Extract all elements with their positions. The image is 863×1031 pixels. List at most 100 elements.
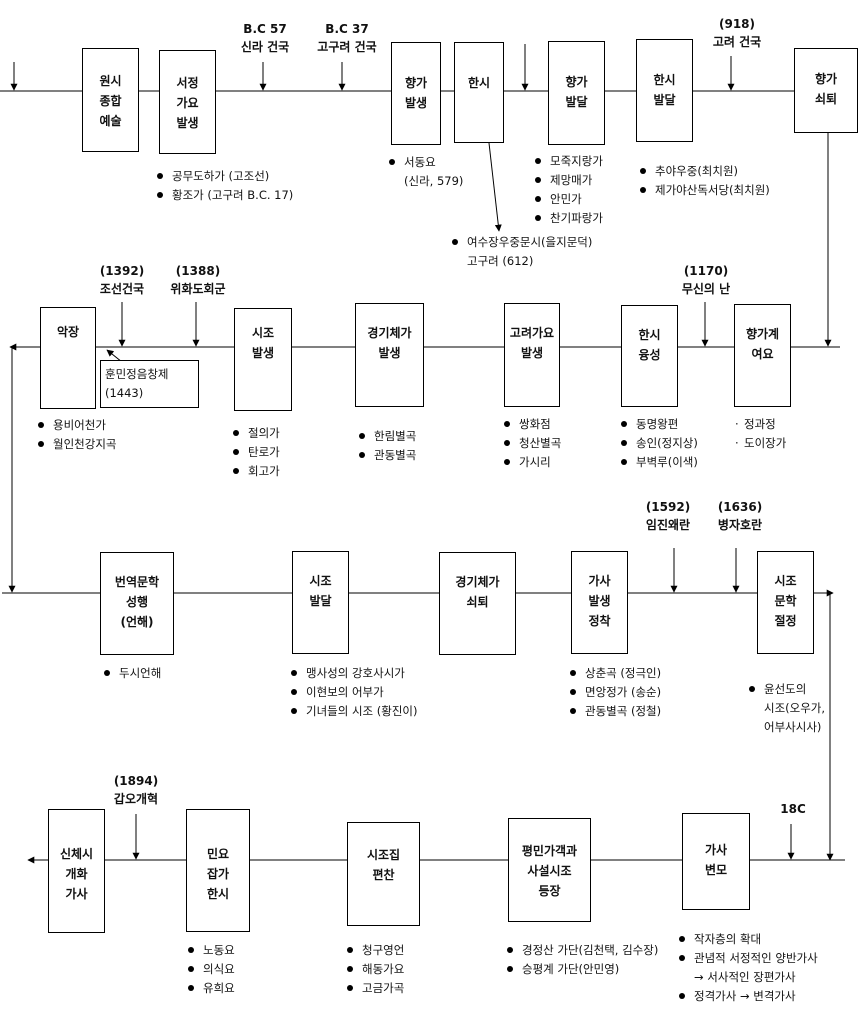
event-label: (918) 고려 건국 bbox=[713, 15, 761, 51]
period-box: 향가계 여요 bbox=[734, 304, 791, 407]
works-list: 청구영언 해동가요 고금가곡 bbox=[345, 941, 404, 998]
box-label: 발달 bbox=[653, 93, 676, 107]
event-year: (1592) bbox=[645, 500, 691, 514]
box-label: 서정 bbox=[176, 76, 199, 90]
list-item: 청산별곡 bbox=[502, 434, 561, 453]
box-label: 평민가객과 bbox=[521, 844, 578, 858]
list-item: 상춘곡 (정극인) bbox=[568, 664, 661, 683]
list-item: 동명왕편 bbox=[619, 415, 698, 434]
box-label: 개화 bbox=[65, 867, 88, 881]
event-name: 조선건국 bbox=[99, 282, 145, 296]
box-label: 등장 bbox=[538, 884, 561, 898]
box-label: 발생 bbox=[176, 116, 199, 130]
list-item: 청구영언 bbox=[345, 941, 404, 960]
works-list: 여수장우중문시(을지문덕) 고구려 (612) bbox=[450, 233, 592, 271]
period-box: 원시 종합 예술 bbox=[82, 48, 139, 152]
box-label: 한시 bbox=[467, 76, 491, 90]
period-box: 고려가요 발생 bbox=[504, 303, 560, 407]
event-year: (1894) bbox=[113, 774, 159, 788]
works-list: 동명왕편 송인(정지상) 부벽루(이색) bbox=[619, 415, 698, 472]
box-label: 발달 bbox=[309, 594, 332, 608]
period-box: 가사 변모 bbox=[682, 813, 750, 910]
box-label: 성행 bbox=[125, 595, 149, 609]
period-box: 가사 발생 정착 bbox=[571, 551, 628, 654]
list-item: 정과정 bbox=[734, 415, 786, 434]
box-label: 가사 bbox=[588, 574, 611, 588]
list-item: 절의가 bbox=[231, 424, 280, 443]
box-label: 사설시조 bbox=[527, 864, 572, 878]
box-label: 한시 bbox=[653, 73, 676, 87]
period-box: 향가 발생 bbox=[391, 42, 441, 145]
box-label: 잡가 bbox=[206, 867, 230, 881]
box-label: 종합 bbox=[99, 94, 122, 108]
list-item: 송인(정지상) bbox=[619, 434, 698, 453]
list-item: 두시언해 bbox=[102, 664, 161, 683]
period-box: 한시 융성 bbox=[621, 305, 678, 407]
list-item: 의식요 bbox=[186, 960, 235, 979]
box-label: 발생 bbox=[404, 96, 428, 110]
list-item: 부벽루(이색) bbox=[619, 453, 698, 472]
works-list: 추야우중(최치원) 제가야산독서당(최치원) bbox=[638, 162, 770, 200]
box-label: 원시 bbox=[99, 74, 122, 88]
box-label: 가사 bbox=[704, 843, 728, 857]
works-list: 작자층의 확대 관념적 서정적인 양반가사 → 서사적인 장편가사 정격가사 →… bbox=[677, 930, 818, 1006]
box-label: 예술 bbox=[99, 114, 122, 128]
box-label: 경기체가 bbox=[455, 575, 500, 589]
hansi-pointer-line bbox=[488, 142, 502, 232]
list-item: 모죽지랑가 bbox=[533, 152, 603, 171]
works-list: 윤선도의 시조(오우가, 어부사시사) bbox=[747, 680, 825, 737]
list-item-detail: 시조(오우가, bbox=[764, 701, 826, 715]
event-name: 위화도회군 bbox=[170, 282, 226, 296]
hangul-creation-box: 훈민정음창제 (1443) bbox=[100, 360, 199, 408]
box-label: 가요 bbox=[176, 96, 199, 110]
box-label: 시조 bbox=[251, 326, 275, 340]
list-item: 쌍화점 bbox=[502, 415, 561, 434]
works-list: 상춘곡 (정극인) 면앙정가 (송순) 관동별곡 (정철) bbox=[568, 664, 661, 721]
list-item: 한림별곡 bbox=[357, 427, 416, 446]
list-item: 안민가 bbox=[533, 190, 603, 209]
box-label: 악장 bbox=[56, 325, 80, 339]
box-label: 향가 bbox=[814, 72, 838, 86]
event-label: (1894) 갑오개혁 bbox=[114, 772, 158, 808]
works-list: 경정산 가단(김천택, 김수장) 승평계 가단(안민영) bbox=[505, 941, 658, 979]
list-item: 이현보의 어부가 bbox=[289, 683, 418, 702]
period-box: 시조 문학 절정 bbox=[757, 551, 814, 654]
works-list: 쌍화점 청산별곡 가시리 bbox=[502, 415, 561, 472]
event-name: 갑오개혁 bbox=[113, 792, 159, 806]
event-name: 무신의 난 bbox=[681, 282, 731, 296]
box-label: 시조 bbox=[309, 574, 332, 588]
list-item: 황조가 (고구려 B.C. 17) bbox=[155, 186, 293, 205]
event-year: (1636) bbox=[717, 500, 763, 514]
box-label: 발생 bbox=[520, 346, 544, 360]
list-item: 도이장가 bbox=[734, 434, 786, 453]
hangul-creation-year: (1443) bbox=[105, 386, 144, 400]
event-name: 신라 건국 bbox=[240, 40, 290, 54]
list-item: 노동요 bbox=[186, 941, 235, 960]
box-label: 편찬 bbox=[372, 868, 395, 882]
list-item: 맹사성의 강호사시가 bbox=[289, 664, 418, 683]
event-year: (1170) bbox=[683, 264, 729, 278]
works-list: 절의가 탄로가 회고가 bbox=[231, 424, 280, 481]
list-item-detail: 고구려 (612) bbox=[467, 254, 534, 268]
works-list: 공무도하가 (고조선) 황조가 (고구려 B.C. 17) bbox=[155, 167, 293, 205]
works-list: 서동요 (신라, 579) bbox=[387, 153, 463, 191]
event-name: 병자호란 bbox=[717, 518, 763, 532]
period-box: 민요 잡가 한시 bbox=[186, 809, 250, 932]
event-name: 고구려 건국 bbox=[317, 40, 377, 54]
event-label: B.C 57 신라 건국 bbox=[241, 20, 289, 56]
box-label: 발달 bbox=[565, 95, 588, 109]
works-list: 노동요 의식요 유희요 bbox=[186, 941, 235, 998]
period-box: 경기체가 쇠퇴 bbox=[439, 552, 516, 655]
period-box: 시조집 편찬 bbox=[347, 822, 420, 926]
list-item: 정격가사 → 변격가사 bbox=[677, 987, 818, 1006]
box-label: 발생 bbox=[251, 346, 275, 360]
event-label: (1170) 무신의 난 bbox=[682, 262, 730, 298]
event-label: (1636) 병자호란 bbox=[718, 498, 762, 534]
box-label: 쇠퇴 bbox=[466, 595, 489, 609]
period-box: 신체시 개화 가사 bbox=[48, 809, 105, 933]
period-box: 평민가객과 사설시조 등장 bbox=[508, 818, 591, 922]
works-list: 맹사성의 강호사시가 이현보의 어부가 기녀들의 시조 (황진이) bbox=[289, 664, 418, 721]
box-label: 향가 bbox=[565, 75, 588, 89]
list-item: 공무도하가 (고조선) bbox=[155, 167, 293, 186]
list-item: 회고가 bbox=[231, 462, 280, 481]
